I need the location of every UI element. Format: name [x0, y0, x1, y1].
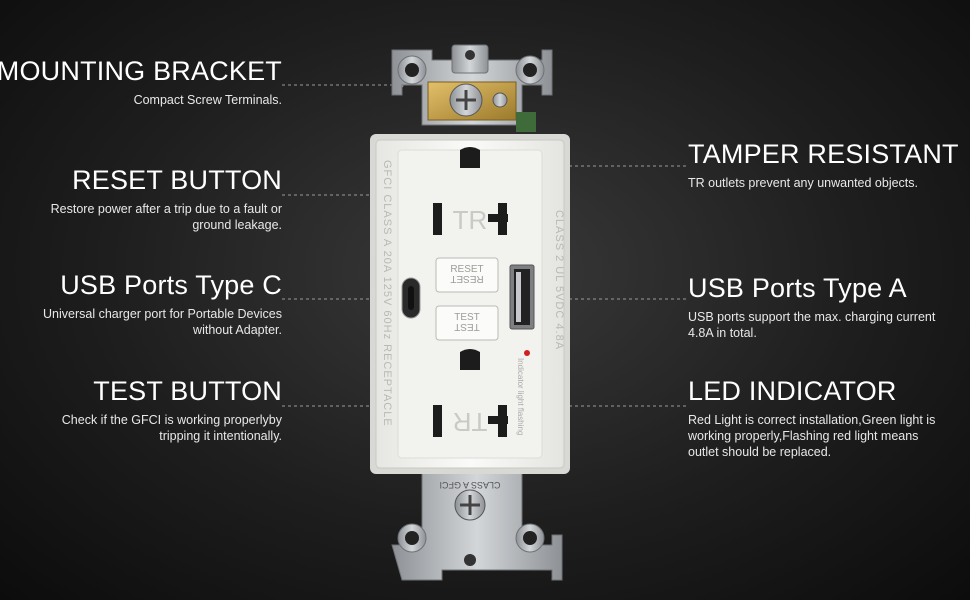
- test-label: TEST: [454, 312, 480, 323]
- side-rating-text: GFCI CLASS A 20A 125V 60Hz RECEPTACLE: [381, 160, 393, 427]
- reset-button-desc-line2: ground leakage.: [192, 218, 282, 232]
- reset-label: RESET: [450, 264, 483, 275]
- top-receptacle: TR: [433, 147, 508, 235]
- callout-led-indicator: LED INDICATOR Red Light is correct insta…: [688, 376, 935, 460]
- test-label-inverted: TEST: [454, 321, 480, 332]
- tamper-resistant-desc: TR outlets prevent any unwanted objects.: [688, 176, 918, 190]
- callout-reset-button: RESET BUTTON Restore power after a trip …: [51, 165, 282, 233]
- led-indicator-title: LED INDICATOR: [688, 376, 897, 406]
- usb-a-desc-line1: USB ports support the max. charging curr…: [688, 310, 936, 324]
- led-indicator-desc: Red Light is correct installation,Green …: [688, 412, 935, 460]
- bottom-mounting-bracket: CLASS A GFCI: [391, 469, 563, 581]
- test-button-desc-line2: tripping it intentionally.: [159, 429, 282, 443]
- callout-test-button: TEST BUTTON Check if the GFCI is working…: [62, 376, 282, 444]
- bottom-plate-text: CLASS A GFCI: [439, 480, 500, 490]
- callout-usb-c: USB Ports Type C Universal charger port …: [43, 270, 282, 338]
- led-indicator-desc-line1: Red Light is correct installation,Green …: [688, 413, 936, 427]
- callout-usb-a: USB Ports Type A USB ports support the m…: [688, 273, 935, 341]
- usb-a-desc: USB ports support the max. charging curr…: [688, 309, 935, 341]
- callout-mounting-bracket: MOUNTING BRACKET Compact Screw Terminals…: [0, 56, 282, 108]
- top-mounting-bracket: [391, 44, 553, 132]
- usb-c-title: USB Ports Type C: [60, 270, 282, 300]
- reset-label-inverted: RESET: [450, 273, 483, 284]
- test-button-desc: Check if the GFCI is working properlyby …: [62, 412, 282, 444]
- tr-mark-bottom: TR: [453, 407, 488, 437]
- usb-a-title: USB Ports Type A: [688, 273, 907, 303]
- test-button-desc-line1: Check if the GFCI is working properlyby: [61, 413, 282, 427]
- bottom-receptacle: TR: [433, 349, 508, 437]
- reset-button-desc: Restore power after a trip due to a faul…: [51, 201, 282, 233]
- outlet-body: [370, 134, 570, 474]
- reset-button[interactable]: RESET RESET: [435, 257, 499, 293]
- led-note-text: Indicator light flashing: [516, 358, 525, 435]
- test-button-title: TEST BUTTON: [93, 376, 282, 406]
- side-usb-rating-text: CLASS 2 UL 5VDC 4.8A: [553, 210, 565, 350]
- led-indicator: Indicator light flashing: [516, 350, 530, 435]
- callout-tamper-resistant: TAMPER RESISTANT TR outlets prevent any …: [688, 139, 959, 191]
- tamper-resistant-title: TAMPER RESISTANT: [688, 139, 959, 169]
- mounting-bracket-title: MOUNTING BRACKET: [0, 56, 282, 86]
- usb-c-port[interactable]: [401, 277, 421, 319]
- usb-a-desc-line2: 4.8A in total.: [688, 326, 757, 340]
- usb-c-desc: Universal charger port for Portable Devi…: [43, 306, 282, 338]
- tr-mark-top: TR: [453, 205, 488, 235]
- led-indicator-desc-line3: outlet should be replaced.: [688, 445, 832, 459]
- reset-button-title: RESET BUTTON: [72, 165, 282, 195]
- mounting-bracket-desc: Compact Screw Terminals.: [133, 93, 282, 107]
- reset-button-desc-line1: Restore power after a trip due to a faul…: [50, 202, 282, 216]
- test-button[interactable]: TEST TEST: [435, 305, 499, 341]
- usb-a-port[interactable]: [509, 264, 535, 330]
- usb-c-desc-line1: Universal charger port for Portable Devi…: [43, 307, 282, 321]
- leader-tamper-resistant: [479, 165, 686, 204]
- led-indicator-desc-line2: working properly,Flashing red light mean…: [688, 429, 919, 443]
- usb-c-desc-line2: without Adapter.: [193, 323, 282, 337]
